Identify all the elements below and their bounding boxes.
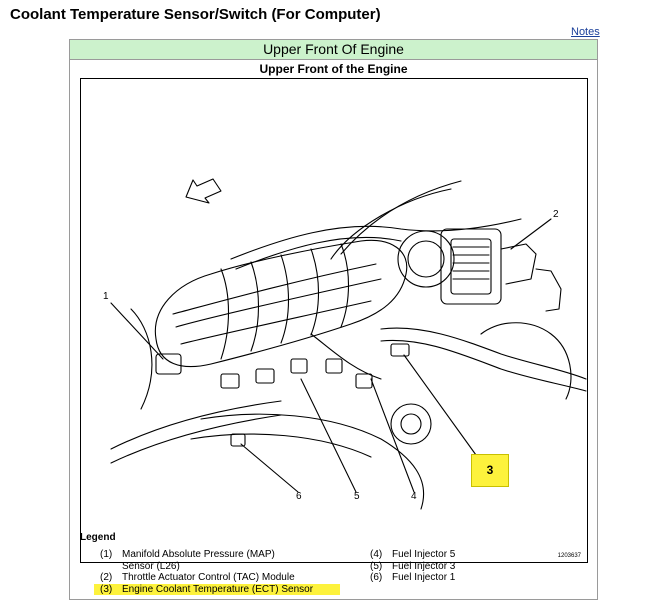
figure-panel: Upper Front Of Engine Upper Front of the… [69, 39, 598, 600]
callout-6: 6 [296, 491, 302, 502]
legend-item-continuation: Sensor (L26) [122, 560, 180, 572]
front-arrow-icon [185, 178, 222, 204]
legend-right-column: (4) Fuel Injector 5 (5) Fuel Injector 3 … [370, 549, 455, 584]
engine-illustration: 1 2 3 4 5 6 1203637 [80, 78, 588, 563]
legend-item-highlighted: (3) Engine Coolant Temperature (ECT) Sen… [94, 583, 340, 595]
legend-item: (6) Fuel Injector 1 [370, 572, 456, 583]
callout-2: 2 [553, 209, 559, 220]
notes-link[interactable]: Notes [571, 26, 600, 38]
callout-3: 3 [471, 454, 509, 487]
legend-item: (1) Manifold Absolute Pressure (MAP) [100, 549, 275, 560]
legend-item: (5) Fuel Injector 3 [370, 560, 456, 572]
callout-4: 4 [411, 491, 417, 502]
legend-title: Legend [80, 532, 116, 543]
callout-1: 1 [103, 291, 109, 302]
figure-subtitle: Upper Front of the Engine [259, 62, 408, 76]
figure-number: 1203637 [557, 553, 581, 559]
legend-item: (4) Fuel Injector 5 [370, 549, 456, 560]
page-title: Coolant Temperature Sensor/Switch (For C… [10, 6, 381, 23]
engine-line-drawing [110, 178, 587, 510]
legend-left-column: (1) Manifold Absolute Pressure (MAP) Sen… [94, 549, 340, 595]
callout-5: 5 [354, 491, 360, 502]
figure-header: Upper Front Of Engine [70, 40, 597, 60]
legend-item: (2) Throttle Actuator Control (TAC) Modu… [100, 572, 295, 583]
